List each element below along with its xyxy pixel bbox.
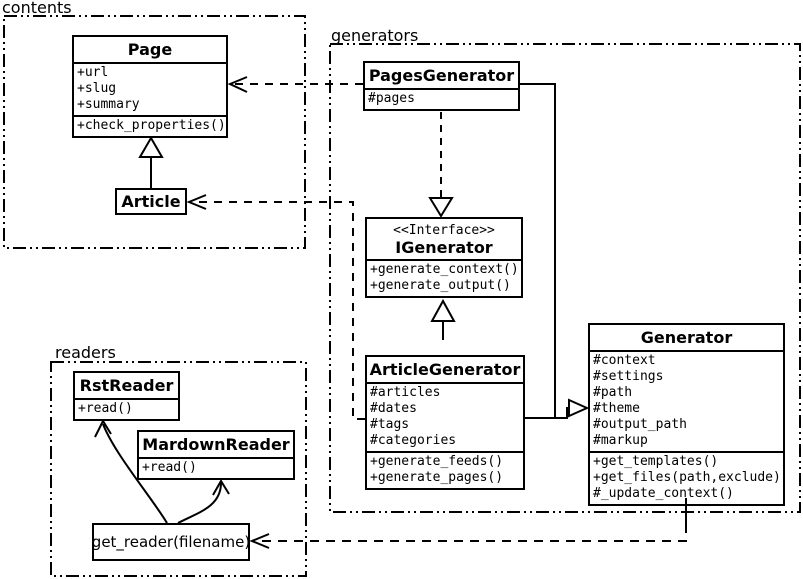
method: +generate_output() bbox=[370, 278, 511, 293]
class-name-article-generator: ArticleGenerator bbox=[369, 360, 521, 379]
method: +read() bbox=[142, 460, 197, 475]
class-name-pages-generator: PagesGenerator bbox=[368, 66, 515, 85]
class-box-mardown-reader: MardownReader +read() bbox=[137, 430, 295, 480]
method: +generate_pages() bbox=[370, 470, 504, 485]
arrow-get-reader-to-mardown-reader bbox=[177, 479, 230, 524]
generator-methods: +get_templates() +get_files(path,exclude… bbox=[590, 451, 783, 504]
page-attributes: +url +slug +summary bbox=[74, 62, 226, 115]
class-name-page: Page bbox=[127, 40, 173, 59]
igenerator-name: IGenerator bbox=[395, 238, 493, 257]
dependency-pages-generator-to-page bbox=[227, 76, 363, 93]
attribute: #categories bbox=[370, 433, 457, 448]
class-box-generator: Generator #context #settings #path #them… bbox=[588, 323, 785, 506]
attribute: #path bbox=[593, 385, 633, 400]
method: +check_properties() bbox=[77, 118, 226, 133]
class-name-rst-reader: RstReader bbox=[79, 376, 174, 395]
realization-pages-generator-to-igenerator bbox=[428, 112, 454, 218]
class-box-pages-generator: PagesGenerator #pages bbox=[363, 61, 520, 111]
page-methods: +check_properties() bbox=[74, 115, 226, 136]
method: +read() bbox=[78, 401, 133, 416]
class-name-generator: Generator bbox=[640, 328, 733, 347]
package-label-readers: readers bbox=[55, 343, 116, 362]
mardown-reader-methods: +read() bbox=[139, 457, 293, 478]
package-label-contents: contents bbox=[2, 0, 72, 17]
class-name-mardown-reader: MardownReader bbox=[142, 435, 290, 454]
class-box-rst-reader: RstReader +read() bbox=[73, 371, 180, 421]
article-generator-methods: +generate_feeds() +generate_pages() bbox=[367, 451, 523, 488]
article-generator-attributes: #articles #dates #tags #categories bbox=[367, 382, 523, 451]
attribute: +url bbox=[77, 65, 109, 80]
method: +generate_feeds() bbox=[370, 454, 504, 469]
attribute: #articles bbox=[370, 385, 441, 400]
attribute: #markup bbox=[593, 433, 648, 448]
rst-reader-methods: +read() bbox=[75, 398, 178, 419]
generalization-generators-to-generator bbox=[520, 83, 590, 419]
attribute: +summary bbox=[77, 97, 140, 112]
generator-attributes: #context #settings #path #theme #output_… bbox=[590, 350, 783, 451]
class-box-igenerator: <<Interface>> IGenerator +generate_conte… bbox=[365, 217, 523, 298]
dependency-article-generator-to-article bbox=[186, 194, 365, 420]
class-box-page: Page +url +slug +summary +check_properti… bbox=[72, 35, 228, 138]
class-name-article: Article bbox=[121, 192, 181, 211]
class-name-igenerator: <<Interface>> IGenerator bbox=[367, 219, 521, 259]
class-box-article: Article bbox=[115, 188, 187, 215]
get-reader-label: get_reader(filename) bbox=[91, 533, 251, 551]
igenerator-methods: +generate_context() +generate_output() bbox=[367, 259, 521, 296]
attribute: #tags bbox=[370, 417, 410, 432]
attribute: #pages bbox=[368, 91, 415, 106]
attribute: +slug bbox=[77, 81, 117, 96]
method: +get_templates() bbox=[593, 454, 719, 469]
method: #_update_context() bbox=[593, 486, 734, 501]
realization-article-generator-to-igenerator bbox=[430, 298, 456, 340]
method: +get_files(path,exclude) bbox=[593, 470, 781, 485]
inheritance-article-to-page bbox=[138, 136, 164, 188]
method: +generate_context() bbox=[370, 262, 519, 277]
get-reader-node: get_reader(filename) bbox=[92, 523, 250, 561]
attribute: #context bbox=[593, 353, 656, 368]
package-label-generators: generators bbox=[331, 26, 419, 45]
attribute: #settings bbox=[593, 369, 664, 384]
attribute: #theme bbox=[593, 401, 640, 416]
class-box-article-generator: ArticleGenerator #articles #dates #tags … bbox=[365, 355, 525, 490]
attribute: #dates bbox=[370, 401, 417, 416]
igenerator-stereotype: <<Interface>> bbox=[393, 223, 495, 238]
pages-generator-attributes: #pages bbox=[365, 88, 518, 109]
attribute: #output_path bbox=[593, 417, 687, 432]
